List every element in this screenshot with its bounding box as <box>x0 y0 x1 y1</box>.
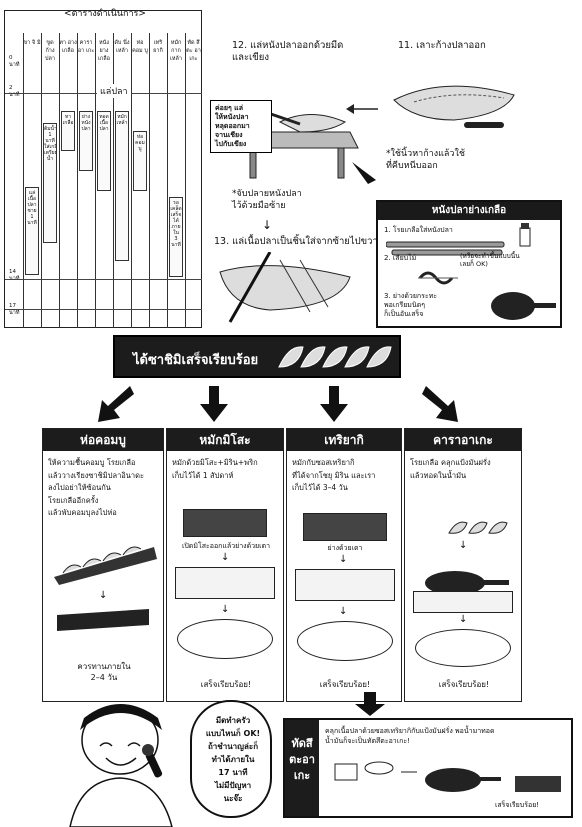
salt-step-2: 2. เสียบไม้ <box>384 254 417 262</box>
recipe-done: เสร็จเรียบร้อย! <box>200 680 252 689</box>
banner-label: ได้ซาชิมิเสร็จเรียบร้อย <box>133 353 259 368</box>
recipe-title: คาราอาเกะ <box>405 429 521 451</box>
kombu-wrap-illustration <box>54 546 157 585</box>
arrow-down-icon <box>355 692 385 716</box>
schedule-time: 17 นาที <box>9 303 20 316</box>
sashimi-slices <box>278 346 392 368</box>
step-11-caption: 11. เลาะก้างปลาออก <box>398 40 486 51</box>
arrow-down-left-icon <box>98 386 134 422</box>
schedule-time: 2 นาที <box>9 85 20 98</box>
finished-dish <box>177 619 273 659</box>
salt-step-3: 3. ย่างด้วยกระทะ พอเกรียมนิดๆ ก็เป็นอันเ… <box>384 292 438 318</box>
salt-step-2-note: (หรือจะทำขึ้นแบบนี้น เลยก็ OK) <box>460 252 520 268</box>
arrow-down-right-icon <box>352 162 376 184</box>
arrow-down-icon: ↓ <box>221 604 230 615</box>
marinating-tray <box>183 509 267 537</box>
arrow-down-icon <box>320 386 348 422</box>
recipe-column-teriyaki: เทริยากิ หมักกับซอสเทริยากิ ที่ได้จากโชย… <box>286 428 402 702</box>
schedule-bar: หมัก เหล้า <box>115 111 129 261</box>
tatsuta-tip-box: ทัดสึ ตะอา เกะ คลุกเนื้อปลาด้วยซอสเทริยา… <box>283 718 573 818</box>
knife-note: ค่อยๆ แล่ ให้หนังปลา หลุดออกมา จานเชียง … <box>210 100 272 153</box>
arrow-left-icon <box>346 104 378 114</box>
schedule-span-label: แล่ปลา <box>97 84 131 98</box>
grill-stove <box>413 591 513 613</box>
recipe-desc: หมักกับซอสเทริยากิ ที่ได้จากโชยุ มิริน แ… <box>292 458 376 492</box>
schedule-header: ทัด สึ ตะ อา เกะ <box>186 40 201 62</box>
schedule-time: 0 นาที <box>9 55 20 68</box>
arrow-down-icon: ↓ <box>262 218 273 232</box>
schedule-header: ขา จิ มิ <box>23 40 41 46</box>
finished-dish <box>415 629 511 667</box>
arrow-down-icon: ↓ <box>459 540 468 551</box>
kombu-roll-illustration <box>57 609 149 631</box>
schedule-bar: ย่าง หนัง ปลา <box>79 111 93 171</box>
arrow-down-icon: ↓ <box>339 554 348 565</box>
frying-pan-icon <box>491 292 556 320</box>
schedule-bar: ห่อ คอม บู <box>133 131 147 191</box>
skewer-icon <box>418 271 458 285</box>
deep-fry-pan-icon <box>425 571 509 595</box>
schedule-header: คารา อา เกะ <box>77 40 95 54</box>
salt-shaker-icon <box>519 223 531 247</box>
arrow-down-icon: ↓ <box>459 614 468 625</box>
schedule-time: 14 นาที <box>9 269 20 282</box>
sashimi-done-banner: ได้ซาชิมิเสร็จเรียบร้อย <box>113 335 401 378</box>
recipe-step-caption: เปิดมิโสะออกแล้วย่างด้วยเตา <box>181 542 271 550</box>
recipe-column-karaage: คาราอาเกะ โรยเกลือ คลุกแป้งมันฝรั่ง แล้ว… <box>404 428 522 702</box>
schedule-bar: แล่ เนื้อ ปลา ชาย 1 นาที <box>25 187 39 275</box>
recipe-column-miso: หมักมิโสะ หมักด้วยมิโสะ+มิริน+พริก เก็บไ… <box>166 428 284 702</box>
recipe-desc: ให้ความชื้นคอมบู โรยเกลือ แล้ววางเรียงซา… <box>48 458 145 517</box>
speech-text: มีดทำครัว แบบไหนก็ OK! ถ้าชำนาญล่ะก็ ทำไ… <box>205 716 261 803</box>
arrow-down-icon: ↓ <box>221 552 230 563</box>
tip-done: เสร็จเรียบร้อย! <box>495 801 540 809</box>
tip-desc: คลุกเนื้อปลาด้วยซอสเทริยากิกับแป้งมันฝรั… <box>325 727 495 745</box>
schedule-bar: ทอด เนื้อ ปลา <box>97 111 111 191</box>
fish-skin-strips <box>386 241 505 256</box>
schedule-header: เทริ ยากิ <box>153 40 163 54</box>
finished-dish <box>297 621 393 661</box>
tatsuta-illustration <box>334 761 561 792</box>
salt-step-1: 1. โรยเกลือใส่หนังปลา <box>384 226 453 234</box>
step-12-caption: 12. แล่หนังปลาออกด้วยมีด และเขียง <box>232 40 344 63</box>
fish-fillet-illustration <box>393 85 515 128</box>
grill-stove <box>295 569 395 601</box>
recipe-title: ห่อคอมบู <box>43 429 163 451</box>
arrow-down-icon <box>200 386 228 422</box>
marinating-tray <box>303 513 387 541</box>
fish-pieces-illustration <box>448 521 508 534</box>
schedule-bar: รอ เคล็ด เสร็จ ได้ ภาย ใน 3 นาที <box>169 197 183 277</box>
recipe-done: เสร็จเรียบร้อย! <box>438 680 490 689</box>
recipe-desc: หมักด้วยมิโสะ+มิริน+พริก เก็บไว้ได้ 1 สั… <box>172 458 258 480</box>
tail-note: *จับปลายหนังปลา ไว้ด้วยมือซ้าย <box>232 189 302 211</box>
schedule-table: ขา จิ มิ ขูด ก้าง ปลา ทา อ่าง เกลือ คารา… <box>4 10 202 328</box>
recipe-desc: โรยเกลือ คลุกแป้งมันฝรั่ง แล้วทอดในน้ำมั… <box>410 458 491 480</box>
recipe-done: เสร็จเรียบร้อย! <box>319 680 371 689</box>
arrow-down-icon: ↓ <box>99 590 108 601</box>
schedule-header: หมัก กาก เหล้า <box>170 40 182 62</box>
recipe-title: เทริยากิ <box>287 429 401 451</box>
schedule-header: ห่อ คอม บู <box>132 40 148 54</box>
arrow-down-icon: ↓ <box>339 606 348 617</box>
speech-bubble: มีดทำครัว แบบไหนก็ OK! ถ้าชำนาญล่ะก็ ทำไ… <box>190 700 272 818</box>
recipe-column-kombu: ห่อคอมบู ให้ความชื้นคอมบู โรยเกลือ แล้วว… <box>42 428 164 702</box>
chef-illustration <box>69 704 173 827</box>
tip-label: ทัดสึ ตะอา เกะ <box>285 720 319 816</box>
schedule-bar: ต้มน้ำ 1 นาที ใส่เกลือ เตรียม น้ำ <box>43 123 57 243</box>
schedule-bar: ทา เกลือ <box>61 111 75 151</box>
recipe-title: หมักมิโสะ <box>167 429 283 451</box>
salt-skin-title: หนังปลาย่างเกลือ <box>378 202 560 220</box>
schedule-title: <ตารางดำเนินการ> <box>64 9 146 19</box>
salt-skin-box: หนังปลาย่างเกลือ 1. โรยเกลือใส่หนังปลา 2… <box>376 200 562 328</box>
schedule-header: ขูด ก้าง ปลา <box>45 40 55 62</box>
schedule-header: หนัง ยาง เกลือ <box>98 40 110 62</box>
schedule-header: ดับ นึ่ง เหล้า <box>114 40 130 54</box>
recipe-step-caption: ย่างด้วยเตา <box>327 544 363 552</box>
recipe-caption: ควรทานภายใน 2–4 วัน <box>77 662 131 682</box>
bones-note: *ใช้นิ้วหาก้างแล้วใช้ ที่คีบหนีบออก <box>386 149 465 171</box>
arrow-down-right-icon <box>422 386 458 422</box>
grill-stove <box>175 567 275 599</box>
step-13-caption: 13. แล่เนื้อปลาเป็นชิ้นใส่จากซ้ายไปขวา <box>214 236 378 247</box>
slicing-illustration <box>219 252 351 323</box>
schedule-header: ทา อ่าง เกลือ <box>59 40 77 54</box>
